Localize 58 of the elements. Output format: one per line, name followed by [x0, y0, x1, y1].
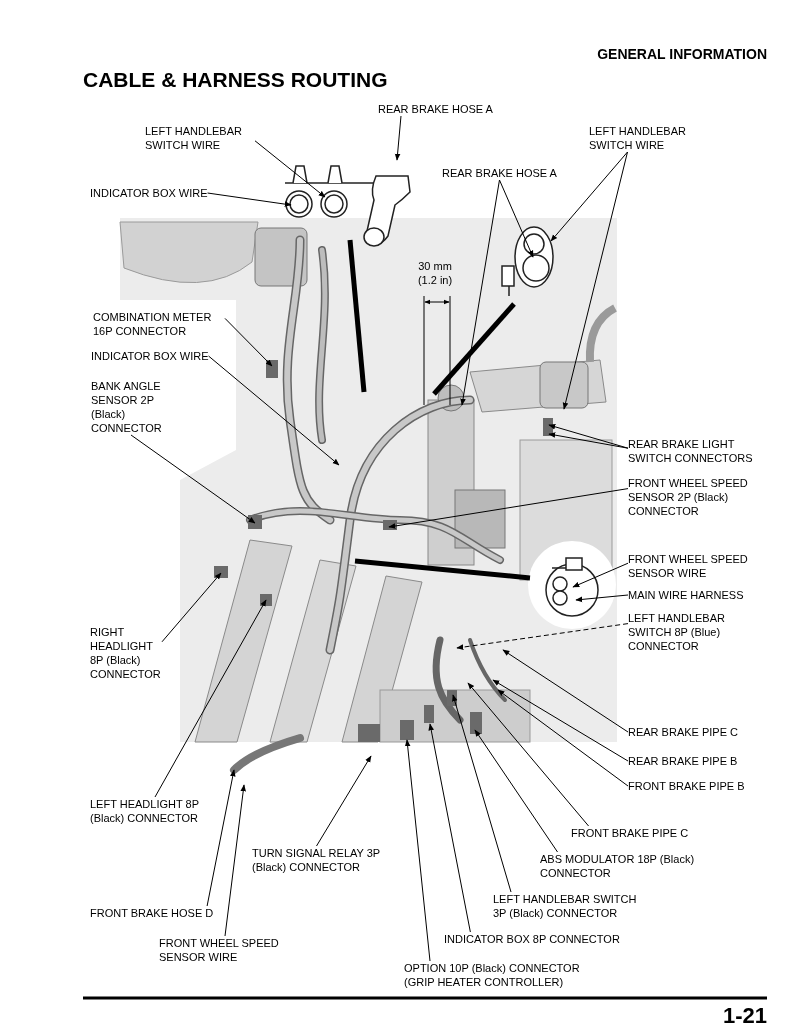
dimension-label: 30 mm (1.2 in) [416, 259, 454, 287]
leader-line [502, 649, 629, 733]
leader-line [161, 572, 222, 643]
leader-line [575, 594, 629, 603]
part-label: FRONT WHEEL SPEED SENSOR WIRE [159, 936, 279, 964]
part-label: RIGHT HEADLIGHT 8P (Black) CONNECTOR [90, 625, 162, 681]
part-label: REAR BRAKE PIPE B [628, 754, 738, 768]
part-label: OPTION 10P (Black) CONNECTOR (GRIP HEATER CONTROLLER) [404, 961, 604, 989]
part-label: INDICATOR BOX 8P CONNECTOR [444, 932, 620, 946]
part-label: LEFT HANDLEBAR SWITCH WIRE [589, 124, 699, 152]
leader-line [428, 723, 471, 933]
leader-line [207, 192, 292, 207]
part-label: REAR BRAKE LIGHT SWITCH CONNECTORS [628, 437, 753, 465]
leader-line [404, 739, 431, 962]
part-label: LEFT HANDLEBAR SWITCH WIRE [145, 124, 255, 152]
leader-line [497, 689, 629, 787]
leader-line [456, 623, 629, 650]
part-label: COMBINATION METER 16P CONNECTOR [93, 310, 225, 338]
part-label: BANK ANGLE SENSOR 2P (Black) CONNECTOR [91, 379, 171, 435]
leader-line [467, 682, 590, 827]
leader-line [388, 488, 629, 529]
part-label: FRONT WHEEL SPEED SENSOR WIRE [628, 552, 788, 580]
part-label: FRONT BRAKE HOSE D [90, 906, 214, 920]
leader-line [572, 562, 629, 588]
leader-line [394, 115, 402, 161]
part-label: REAR BRAKE HOSE A [442, 166, 557, 180]
leader-line [316, 755, 372, 847]
leader-line [460, 179, 500, 406]
section-header: GENERAL INFORMATION [597, 45, 767, 64]
part-label: ABS MODULATOR 18P (Black) CONNECTOR [540, 852, 715, 880]
leader-line [254, 140, 326, 198]
leader-line [562, 151, 628, 410]
leader-line [130, 434, 256, 524]
leader-line [474, 729, 558, 853]
leader-line [208, 355, 340, 466]
part-label: FRONT WHEEL SPEED SENSOR 2P (Black) CONNECTOR [628, 476, 788, 518]
part-label: INDICATOR BOX WIRE [90, 186, 208, 200]
part-label: REAR BRAKE HOSE A [378, 102, 493, 116]
part-label: REAR BRAKE PIPE C [628, 725, 739, 739]
part-label: LEFT HANDLEBAR SWITCH 3P (Black) CONNECTOR [493, 892, 643, 920]
part-label: LEFT HANDLEBAR SWITCH 8P (Blue) CONNECTOR [628, 611, 748, 653]
leader-line [550, 151, 628, 242]
part-label: TURN SIGNAL RELAY 3P (Black) CONNECTOR [252, 846, 381, 874]
page-number: 1-21 [722, 1003, 767, 1029]
part-label: INDICATOR BOX WIRE [91, 349, 209, 363]
page-title: CABLE & HARNESS ROUTING [83, 67, 388, 93]
leader-line [224, 317, 273, 367]
part-label: LEFT HEADLIGHT 8P (Black) CONNECTOR [90, 797, 220, 825]
leader-line [492, 679, 629, 762]
leader-line [548, 432, 629, 449]
leader-line [206, 769, 236, 907]
leader-line [224, 784, 246, 937]
part-label: FRONT BRAKE PIPE C [571, 826, 689, 840]
part-label: MAIN WIRE HARNESS [628, 588, 744, 602]
part-label: FRONT BRAKE PIPE B [628, 779, 745, 793]
leader-line [452, 694, 512, 893]
leader-line [498, 179, 534, 258]
leader-line [154, 599, 267, 798]
